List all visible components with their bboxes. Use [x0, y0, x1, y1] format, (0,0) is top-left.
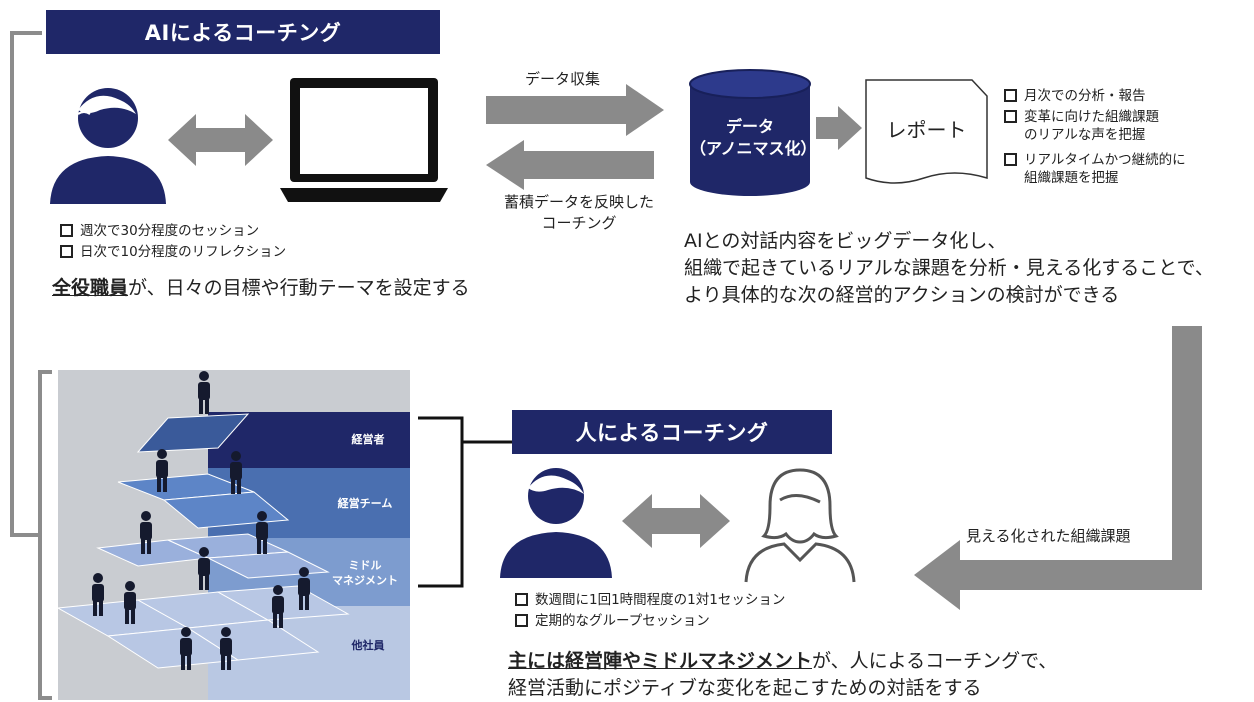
- report-label: レポート: [886, 118, 967, 142]
- right-arrow-icon: [486, 84, 664, 136]
- report-bullet-3: リアルタイムかつ継続的に 組織課題を把握: [1004, 151, 1186, 187]
- database-label: データ （アノニマス化）: [690, 117, 817, 158]
- ai-coaching-banner: AIによるコーチング: [46, 10, 440, 54]
- bidirectional-arrow-icon: [168, 114, 273, 166]
- checkbox-icon: [60, 223, 73, 237]
- coach-person-icon: [500, 468, 612, 578]
- tier-label-management-team: 経営チーム: [337, 497, 393, 510]
- checkbox-icon: [515, 592, 528, 606]
- data-collect-label: データ収集: [525, 70, 601, 88]
- checkbox-icon: [1004, 152, 1017, 166]
- human-coaching-banner: 人によるコーチング: [512, 410, 832, 454]
- tier-label-other-staff: 他社員: [351, 639, 385, 652]
- checkbox-icon: [1004, 109, 1017, 123]
- report-bullet-2: 変革に向けた組織課題 のリアルな声を把握: [1004, 108, 1159, 144]
- human-statement: 主には経営陣やミドルマネジメントが、人によるコーチングで、 経営活動にポジティブ…: [508, 650, 1058, 699]
- bidirectional-arrow-icon: [622, 494, 730, 548]
- laptop-icon: [280, 78, 448, 202]
- database-icon: [689, 69, 811, 196]
- org-pyramid-image: 経営者 経営チーム ミドル マネジメント 他社員: [58, 370, 410, 700]
- small-right-arrow-icon: [816, 106, 862, 150]
- report-document-icon: [865, 79, 988, 184]
- summary-text: AIとの対話内容をビッグデータ化し、 組織で起きているリアルな課題を分析・見える…: [684, 230, 1214, 306]
- human-bullet-1: 数週間に1回1時間程度の1対1セッション: [515, 591, 785, 609]
- tier-label-middle-management: ミドル マネジメント: [332, 559, 398, 587]
- ai-statement: 全役職員が、日々の目標や行動テーマを設定する: [52, 277, 470, 299]
- visualized-issues-label: 見える化された組織課題: [966, 527, 1131, 545]
- checkbox-icon: [60, 244, 73, 258]
- report-bullet-1: 月次での分析・報告: [1004, 87, 1146, 105]
- user-person-icon: [50, 88, 166, 204]
- ai-bullet-1: 週次で30分程度のセッション: [60, 222, 259, 240]
- feedback-label: 蓄積データを反映した コーチング: [503, 193, 654, 232]
- human-bullet-2: 定期的なグループセッション: [515, 612, 710, 630]
- tier-label-executive: 経営者: [351, 433, 385, 446]
- checkbox-icon: [1004, 88, 1017, 102]
- left-arrow-icon: [486, 140, 654, 190]
- ai-bullet-2: 日次で10分程度のリフレクション: [60, 243, 286, 261]
- checkbox-icon: [515, 613, 528, 627]
- client-person-outline-icon: [744, 468, 856, 583]
